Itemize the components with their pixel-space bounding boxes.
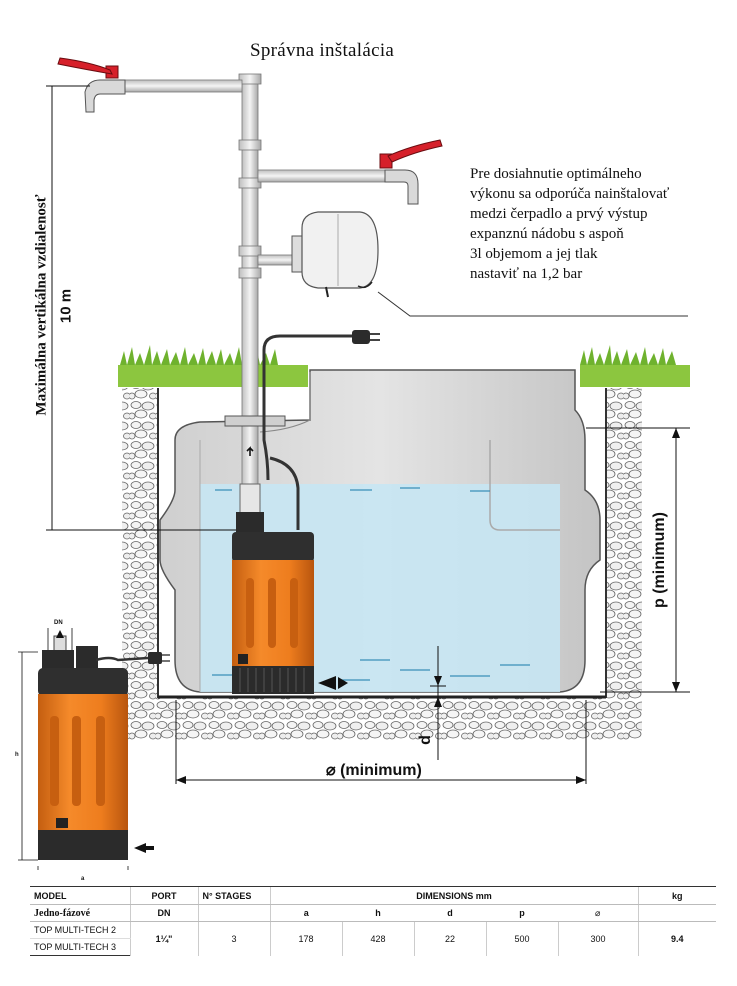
table-subheader-row: Jedno-fázové DN a h d p ⌀ (30, 904, 716, 922)
note-line: 3l objemom a jej tlak (470, 246, 598, 262)
riser-pipe (241, 75, 259, 497)
installation-note: Pre dosiahnutie optimálneho výkonu sa od… (470, 164, 669, 284)
note-line: výkonu sa odporúča nainštalovať (470, 186, 670, 202)
subheader-port: DN (129, 904, 198, 922)
gravel-left (122, 388, 158, 698)
submersible-pump (232, 483, 348, 694)
p-dimension (586, 427, 690, 693)
note-line: expanznú nádobu s aspoň (470, 226, 624, 242)
small-pump-a-label: a (81, 876, 85, 882)
top-tap (57, 57, 243, 113)
power-cable (262, 330, 380, 530)
header-port: PORT (129, 886, 198, 905)
row-p: 500 (485, 921, 558, 956)
header-stages: N° STAGES (197, 886, 270, 905)
table-row: TOP MULTI-TECH 2 1¼" 3 178 428 22 500 30… (30, 921, 716, 956)
expansion-vessel (257, 211, 379, 298)
row-d: 22 (413, 921, 486, 956)
row-model: TOP MULTI-TECH 3 (30, 938, 130, 956)
row-model: TOP MULTI-TECH 2 (30, 921, 130, 939)
note-line: nastaviť na 1,2 bar (470, 266, 583, 282)
note-line: medzi čerpadlo a prvý výstup (470, 206, 648, 222)
header-model: MODEL (30, 886, 130, 905)
row-a: 178 (269, 921, 342, 956)
table-row: TOP MULTI-TECH 3 (30, 938, 716, 956)
vertical-distance-dimension (46, 85, 236, 531)
row-port: 1¼" (129, 921, 198, 956)
vertical-distance-label: Maximálna vertikálna vzdialenosť (33, 194, 50, 416)
note-line: Pre dosiahnutie optimálneho (470, 166, 642, 182)
subheader-stages (197, 904, 270, 922)
header-kg: kg (637, 886, 716, 905)
header-dimensions: DIMENSIONS mm (269, 886, 638, 905)
table-header-row: MODEL PORT N° STAGES DIMENSIONS mm kg (30, 886, 716, 905)
subheader-d: d (414, 904, 486, 922)
gravel-bottom (122, 698, 642, 740)
diameter-dimension (175, 700, 587, 784)
diameter-dimension-label: ⌀ (minimum) (326, 762, 422, 779)
d-dimension (430, 646, 446, 760)
installation-diagram (18, 57, 690, 870)
note-leader-line (377, 291, 688, 317)
subheader-kg (637, 904, 716, 922)
specifications-table: MODEL PORT N° STAGES DIMENSIONS mm kg Je… (30, 886, 716, 956)
subheader-p: p (486, 904, 558, 922)
second-tap (257, 139, 443, 205)
small-pump-h-label: h (15, 752, 19, 758)
small-pump-drawing (18, 628, 170, 870)
small-pump-dn-label: DN (54, 620, 63, 626)
subheader-model: Jedno-fázové (30, 904, 130, 922)
p-dimension-label: p (minimum) (651, 512, 668, 608)
row-kg: 9.4 (637, 921, 716, 956)
subheader-a: a (269, 904, 342, 922)
vertical-distance-value: 10 m (57, 288, 75, 324)
grass-right (580, 345, 690, 387)
gravel-right (606, 388, 642, 698)
subheader-diameter: ⌀ (558, 904, 638, 922)
grass-left (118, 345, 308, 387)
row-diameter: 300 (557, 921, 638, 956)
row-stages: 3 (197, 921, 270, 956)
row-h: 428 (341, 921, 414, 956)
d-dimension-label: d (417, 735, 434, 745)
diagram-title: Správna inštalácia (250, 40, 395, 61)
subheader-h: h (342, 904, 414, 922)
